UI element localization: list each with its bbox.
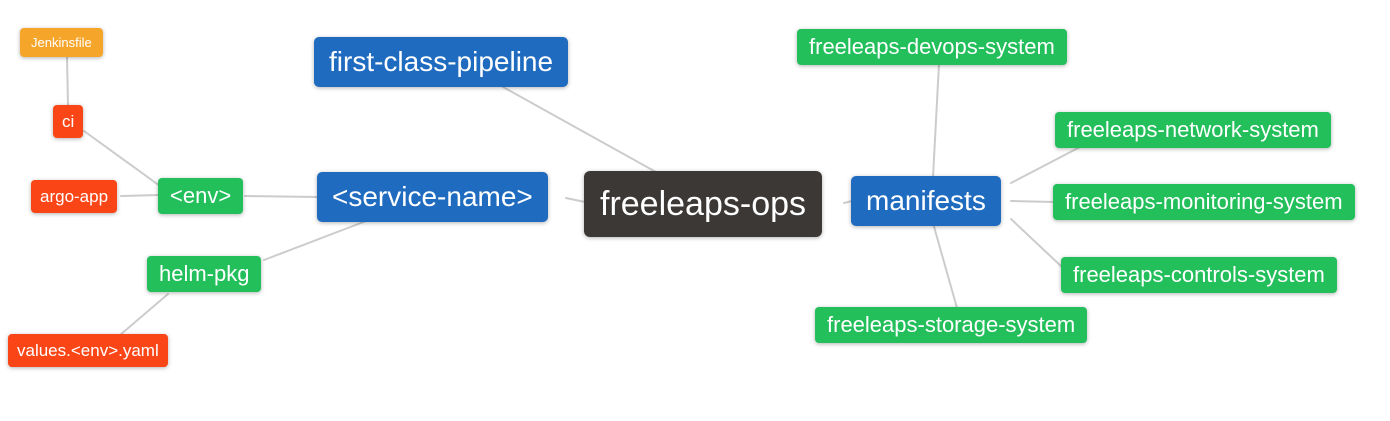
node-first-class-pipeline[interactable]: first-class-pipeline [314, 37, 569, 87]
node-ci[interactable]: ci [53, 105, 84, 138]
node-values-env-yaml[interactable]: values.<env>.yaml [8, 334, 168, 367]
edge-manifests-controls [1010, 218, 1063, 268]
edge-values-helm-pkg [119, 293, 169, 336]
edge-ci-env [83, 130, 161, 187]
node-freeleaps-network-system[interactable]: freeleaps-network-system [1055, 112, 1331, 148]
edge-helm-pkg-service-name [263, 220, 367, 261]
node-service-name[interactable]: <service-name> [317, 172, 548, 222]
edge-pipeline-freeleaps-ops [502, 86, 657, 173]
edge-manifests-devops [932, 63, 940, 178]
edge-jenkinsfile-ci [66, 56, 69, 107]
edge-env-service-name [244, 195, 319, 198]
edge-freeleaps-ops-manifests [843, 200, 853, 204]
edge-service-name-freeleaps-ops [565, 197, 586, 203]
node-helm-pkg[interactable]: helm-pkg [147, 256, 262, 292]
edge-manifests-network [1010, 146, 1081, 184]
edge-manifests-monitoring [1010, 200, 1055, 203]
node-manifests[interactable]: manifests [851, 176, 1001, 226]
node-argo-app[interactable]: argo-app [31, 180, 118, 213]
node-env[interactable]: <env> [158, 178, 244, 214]
node-freeleaps-devops-system[interactable]: freeleaps-devops-system [797, 29, 1067, 65]
node-freeleaps-storage-system[interactable]: freeleaps-storage-system [815, 307, 1088, 343]
edge-manifests-storage [932, 222, 958, 309]
node-jenkinsfile[interactable]: Jenkinsfile [20, 28, 103, 57]
node-freeleaps-ops[interactable]: freeleaps-ops [584, 171, 823, 237]
edge-argo-app-env [120, 194, 160, 197]
node-freeleaps-monitoring-system[interactable]: freeleaps-monitoring-system [1053, 184, 1355, 220]
node-freeleaps-controls-system[interactable]: freeleaps-controls-system [1061, 257, 1337, 293]
